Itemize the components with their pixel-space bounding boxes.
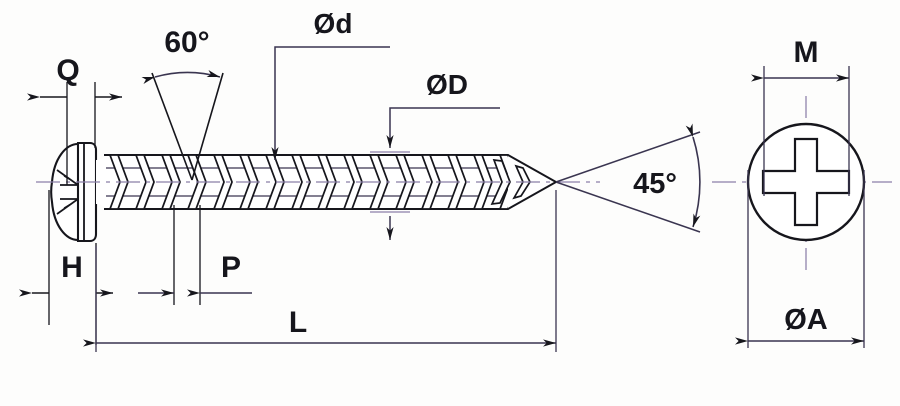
minor-diameter-leader: Ød	[271, 8, 390, 160]
dimension-label-m: M	[794, 36, 819, 69]
head-body-outline	[76, 141, 98, 243]
od-leader-line	[271, 46, 390, 160]
screw-shank-side-view	[96, 154, 557, 210]
angle-45-arc-arrow	[685, 123, 701, 228]
dimension-label-minor-diameter: Ød	[314, 8, 353, 39]
odd-leader-line	[386, 107, 500, 148]
dimension-q: Q	[27, 54, 122, 185]
dimension-label-p: P	[221, 251, 241, 284]
screw-head-end-view	[746, 122, 866, 242]
screw-head-side-view	[50, 141, 98, 243]
angle-60-arc-arrow	[141, 70, 221, 84]
odd-extension-ticks	[370, 151, 410, 213]
angle-45-leg-upper	[555, 131, 701, 183]
dimension-label-major-diameter: ØD	[426, 69, 468, 100]
point-taper-upper	[507, 154, 557, 183]
dimension-oa: ØA	[735, 170, 865, 348]
recess-bore-profile	[60, 184, 79, 200]
point-angle-45-annotation: 45°	[555, 123, 701, 233]
dimension-label-l: L	[289, 306, 307, 339]
dimension-label-oa: ØA	[784, 304, 828, 336]
dimension-p: P	[138, 205, 252, 305]
angle-60-leg-left	[151, 72, 193, 181]
angle-60-leg-right	[191, 72, 224, 181]
dimension-label-angle-thread: 60°	[164, 26, 209, 59]
point-taper-lower	[507, 181, 557, 210]
dimension-l: L	[83, 190, 557, 352]
phillips-cross-recess	[761, 137, 851, 227]
dimension-m: M	[751, 36, 850, 196]
recess-hidden-edges	[63, 175, 75, 209]
thread-angle-60-annotation: 60°	[141, 26, 224, 181]
angle-45-leg-lower	[555, 181, 701, 233]
dimension-label-q: Q	[56, 54, 79, 87]
dimension-label-angle-point: 45°	[633, 168, 677, 200]
dimension-label-h: H	[61, 251, 83, 284]
major-diameter-leader: ØD	[370, 69, 500, 240]
